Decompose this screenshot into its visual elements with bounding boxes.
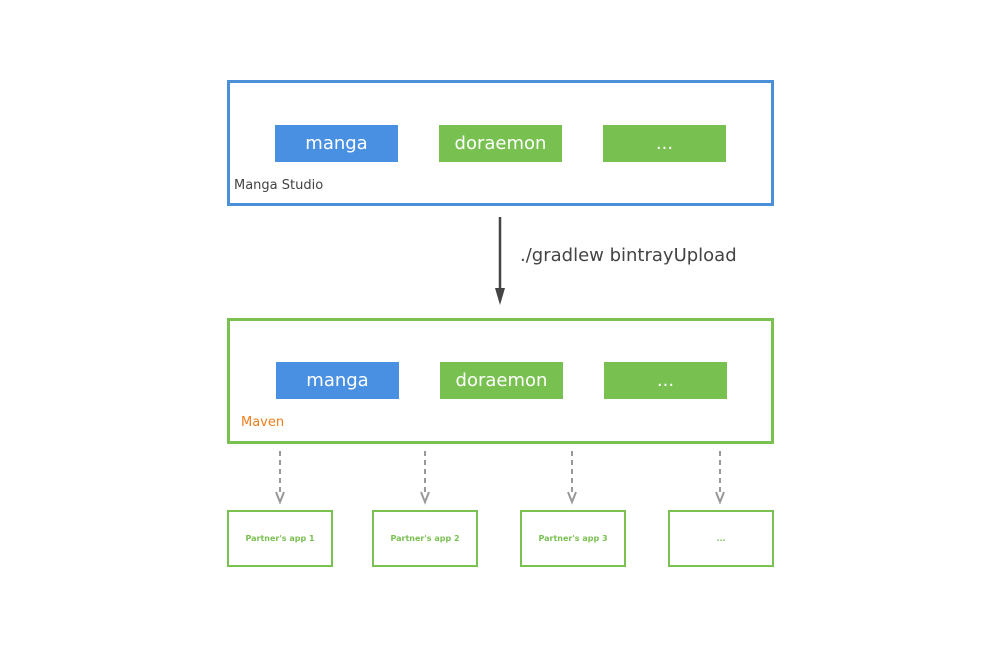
maven-module-manga-label: manga — [306, 370, 369, 391]
studio-module-doraemon-label: doraemon — [454, 133, 547, 154]
maven-label: Maven — [241, 415, 285, 430]
studio-module-more-label: ... — [655, 133, 674, 154]
dependency-arrow-1 — [275, 451, 285, 505]
manga-studio-label: Manga Studio — [234, 178, 324, 193]
publish-arrow — [495, 217, 505, 305]
dependency-arrow-3 — [567, 451, 577, 505]
partner-app-2-label: Partner's app 2 — [390, 534, 460, 543]
maven-module-manga: manga — [276, 362, 399, 399]
studio-module-manga-label: manga — [305, 133, 368, 154]
studio-module-more: ... — [603, 125, 726, 162]
partner-app-3-label: Partner's app 3 — [538, 534, 608, 543]
maven-module-doraemon: doraemon — [440, 362, 563, 399]
maven-module-doraemon-label: doraemon — [455, 370, 548, 391]
partner-app-more: ... — [668, 510, 774, 567]
dependency-arrow-4 — [715, 451, 725, 505]
maven-module-more: ... — [604, 362, 727, 399]
partner-app-1: Partner's app 1 — [227, 510, 333, 567]
studio-module-manga: manga — [275, 125, 398, 162]
command-label: ./gradlew bintrayUpload — [520, 245, 737, 266]
studio-module-doraemon: doraemon — [439, 125, 562, 162]
dependency-arrow-2 — [420, 451, 430, 505]
partner-app-3: Partner's app 3 — [520, 510, 626, 567]
partner-app-1-label: Partner's app 1 — [245, 534, 315, 543]
maven-module-more-label: ... — [656, 370, 675, 391]
partner-app-2: Partner's app 2 — [372, 510, 478, 567]
partner-app-more-label: ... — [716, 534, 726, 543]
